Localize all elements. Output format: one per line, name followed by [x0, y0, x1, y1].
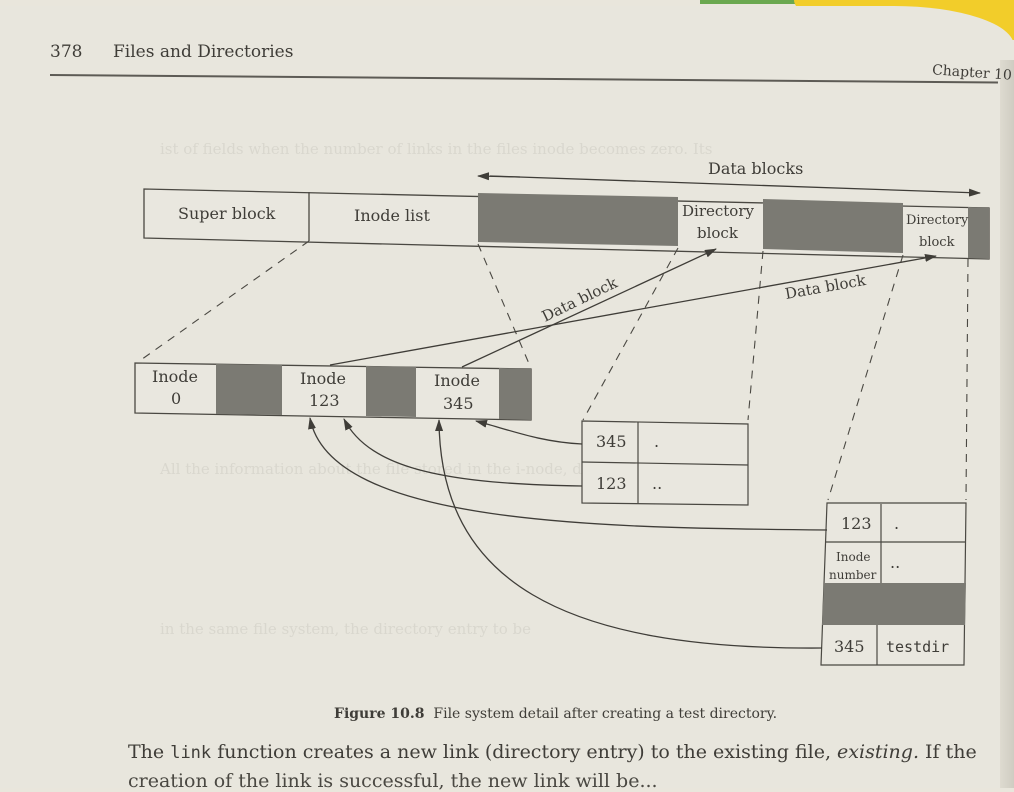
disk-layout-bar	[143, 188, 990, 260]
bleed-through-text: ist of fields when the number of links i…	[160, 140, 713, 158]
bleed-through-text: All the information about the file store…	[160, 460, 711, 478]
inode-123: Inode 123	[300, 369, 346, 410]
code-link: link	[170, 743, 212, 763]
svg-text:345: 345	[443, 394, 474, 413]
shaded-data-block	[478, 193, 678, 246]
page-edge-shadow	[1000, 60, 1014, 788]
figure-label: Figure 10.8	[334, 706, 425, 722]
dir-block-123-table	[820, 502, 967, 666]
body-text: The	[128, 741, 171, 763]
dir345-row2-name: ..	[652, 474, 662, 493]
projection-lines	[137, 240, 969, 501]
inode-strip	[134, 362, 532, 421]
dir345-row2-inode: 123	[596, 474, 627, 493]
data-block-arrows	[329, 248, 937, 368]
svg-text:Inode: Inode	[300, 369, 346, 388]
directory-block-1-line1: Directory	[682, 202, 755, 220]
page-number: 378	[50, 42, 83, 62]
shaded-data-block	[763, 199, 903, 253]
italic-existing: existing.	[837, 741, 919, 763]
dir123-row2-name: ..	[890, 553, 900, 572]
super-block-label: Super block	[178, 204, 276, 223]
body-text: function creates a new link (directory e…	[211, 741, 838, 763]
dir123-row2-inode-line1: Inode	[836, 550, 870, 564]
directory-block-2-line2: block	[919, 235, 955, 250]
body-text: If the	[918, 741, 977, 763]
dir345-row1-name: .	[654, 432, 659, 451]
svg-text:123: 123	[309, 391, 340, 410]
directory-block-2-line1: Directory	[906, 213, 969, 228]
dir123-row2-inode-line2: number	[829, 568, 877, 582]
dir345-row1-inode: 345	[596, 432, 627, 451]
figure-caption-text: File system detail after creating a test…	[433, 706, 778, 722]
inode-0: Inode 0	[152, 367, 198, 408]
inode-345: Inode 345	[434, 371, 480, 413]
directory-block-1-line2: block	[697, 224, 739, 242]
data-blocks-label: Data blocks	[708, 159, 803, 178]
svg-text:0: 0	[171, 389, 181, 408]
bleed-through-text: in the same file system, the directory e…	[160, 620, 531, 638]
body-paragraph-line1: The link function creates a new link (di…	[128, 741, 977, 763]
dir-block-345-table	[581, 420, 749, 506]
background-green-object	[700, 0, 810, 4]
dir123-row3-inode: 345	[834, 637, 865, 656]
shaded-data-block	[968, 207, 989, 259]
dir123-row1-inode: 123	[841, 514, 872, 533]
figure-caption: Figure 10.8 File system detail after cre…	[334, 706, 777, 722]
body-paragraph-line2: creation of the link is successful, the …	[128, 770, 658, 792]
inode-list-label: Inode list	[354, 206, 431, 225]
svg-text:Inode: Inode	[152, 367, 198, 386]
svg-text:Inode: Inode	[434, 371, 480, 390]
dir123-row1-name: .	[894, 514, 899, 533]
dir123-row3-name: testdir	[886, 638, 949, 656]
inode-reference-arrows	[308, 417, 828, 649]
running-title: Files and Directories	[113, 42, 294, 62]
data-blocks-range-arrow	[477, 172, 981, 197]
